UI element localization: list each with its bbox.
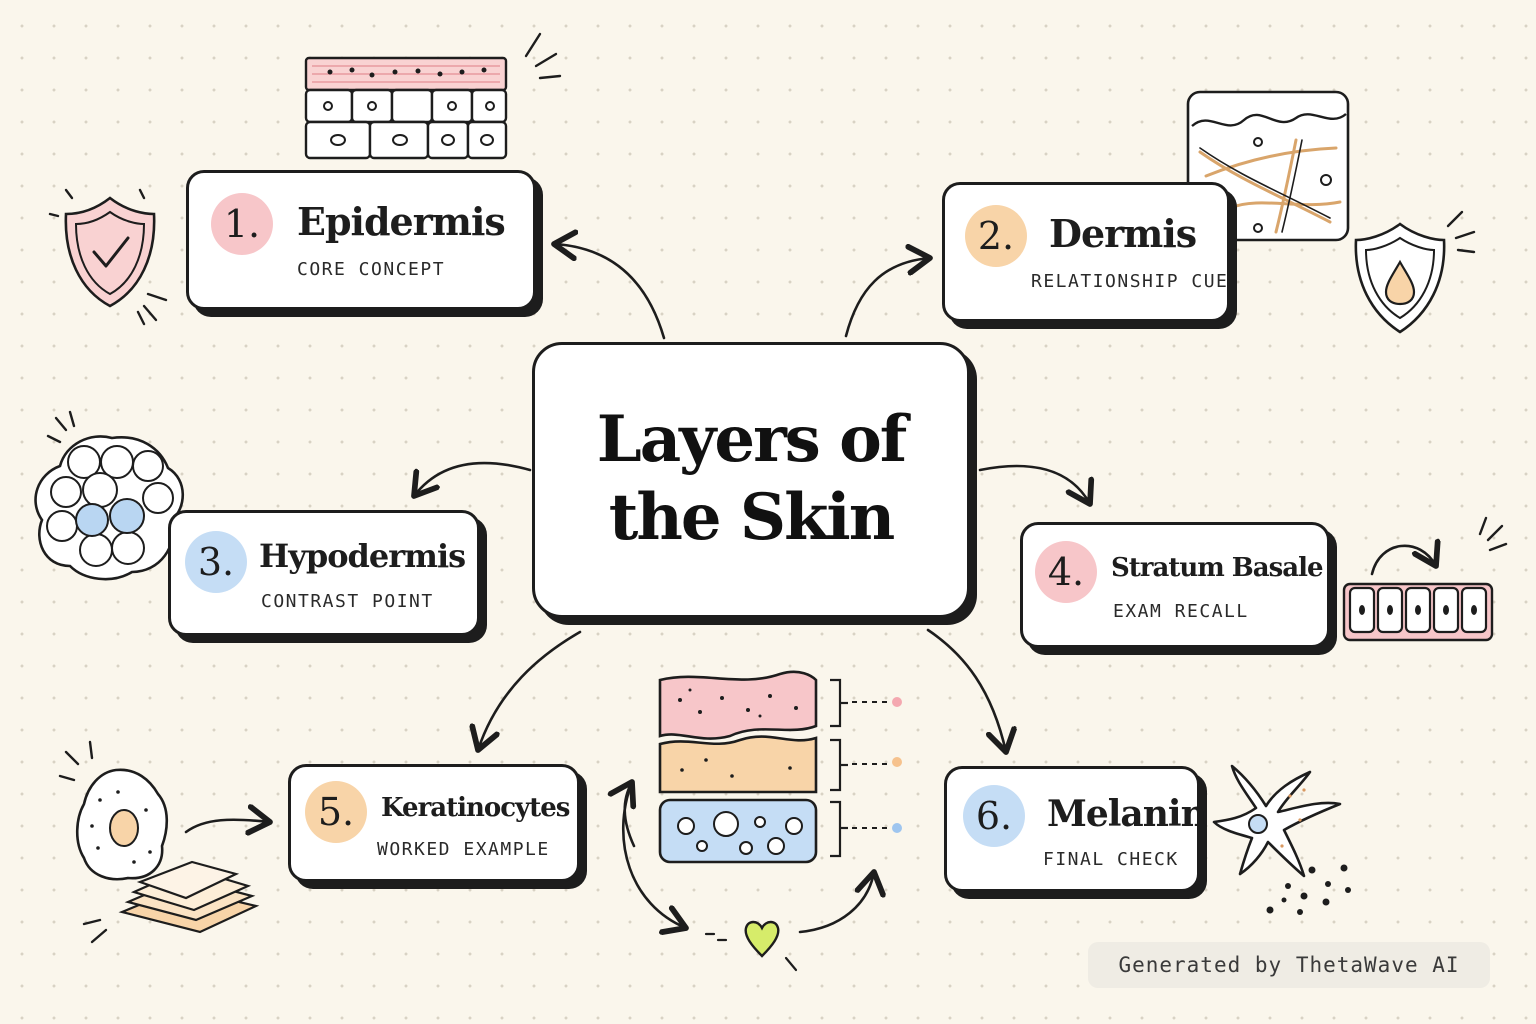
arrow-to-stratum-basale [978,464,1090,504]
node-subtitle: CORE CONCEPT [297,259,446,280]
node-subtitle: CONTRAST POINT [261,591,434,612]
node-number-badge: 6. [963,785,1025,847]
node-subtitle: WORKED EXAMPLE [377,839,550,860]
center-topic-card[interactable]: Layers of the Skin [532,342,970,618]
arrow-curve-right-up [798,872,874,934]
node-number-badge: 5. [305,781,367,843]
node-card-epidermis[interactable]: 1. Epidermis CORE CONCEPT [186,170,536,310]
keratin-sheets-icon [118,860,260,934]
node-card-melanin[interactable]: 6. Melanin FINAL CHECK [944,766,1207,892]
node-number-badge: 3. [185,531,247,593]
shield-check-icon [48,188,168,326]
node-title: Keratinocytes [381,793,570,823]
arrow-to-epidermis [554,244,666,340]
fat-cells-icon [34,410,184,581]
node-number-badge: 2. [965,205,1027,267]
arrow-to-melanin [926,628,1006,752]
node-subtitle: EXAM RECALL [1113,601,1249,622]
heart-icon [704,920,798,972]
node-title: Epidermis [297,199,506,244]
node-subtitle: FINAL CHECK [1043,849,1179,870]
arrow-to-keratinocytes [478,630,582,750]
node-number-badge: 1. [211,193,273,255]
arrow-cell-to-keratinocytes [184,820,270,832]
skin-layers-block-icon [658,670,902,864]
node-title: Hypodermis [259,537,466,575]
center-topic-title: Layers of the Skin [535,401,967,557]
node-title: Stratum Basale [1111,553,1324,583]
node-card-keratinocytes[interactable]: 5. Keratinocytes WORKED EXAMPLE [288,764,580,882]
watermark-label: Generated by ThetaWave AI [1088,942,1490,988]
node-number-badge: 4. [1035,541,1097,603]
node-subtitle: RELATIONSHIP CUE [1031,271,1229,292]
epidermis-layers-icon [304,32,562,160]
basal-cells-icon [1342,516,1508,642]
node-card-hypodermis[interactable]: 3. Hypodermis CONTRAST POINT [168,510,480,636]
node-title: Melanin [1047,793,1207,835]
node-card-stratum-basale[interactable]: 4. Stratum Basale EXAM RECALL [1020,522,1330,648]
connector-arrows [184,244,1090,934]
node-title: Dermis [1049,211,1197,256]
center-title-line-1: Layers of [596,402,908,477]
keratinocyte-cell-icon [58,740,169,944]
arrow-to-hypodermis [414,461,532,496]
arrow-to-dermis [844,258,930,338]
melanocyte-icon [1212,764,1351,915]
shield-drop-icon [1354,210,1476,334]
center-title-line-2: the Skin [608,480,896,555]
arrow-curve-left-up [625,782,634,848]
node-card-dermis[interactable]: 2. Dermis RELATIONSHIP CUE [942,182,1230,322]
